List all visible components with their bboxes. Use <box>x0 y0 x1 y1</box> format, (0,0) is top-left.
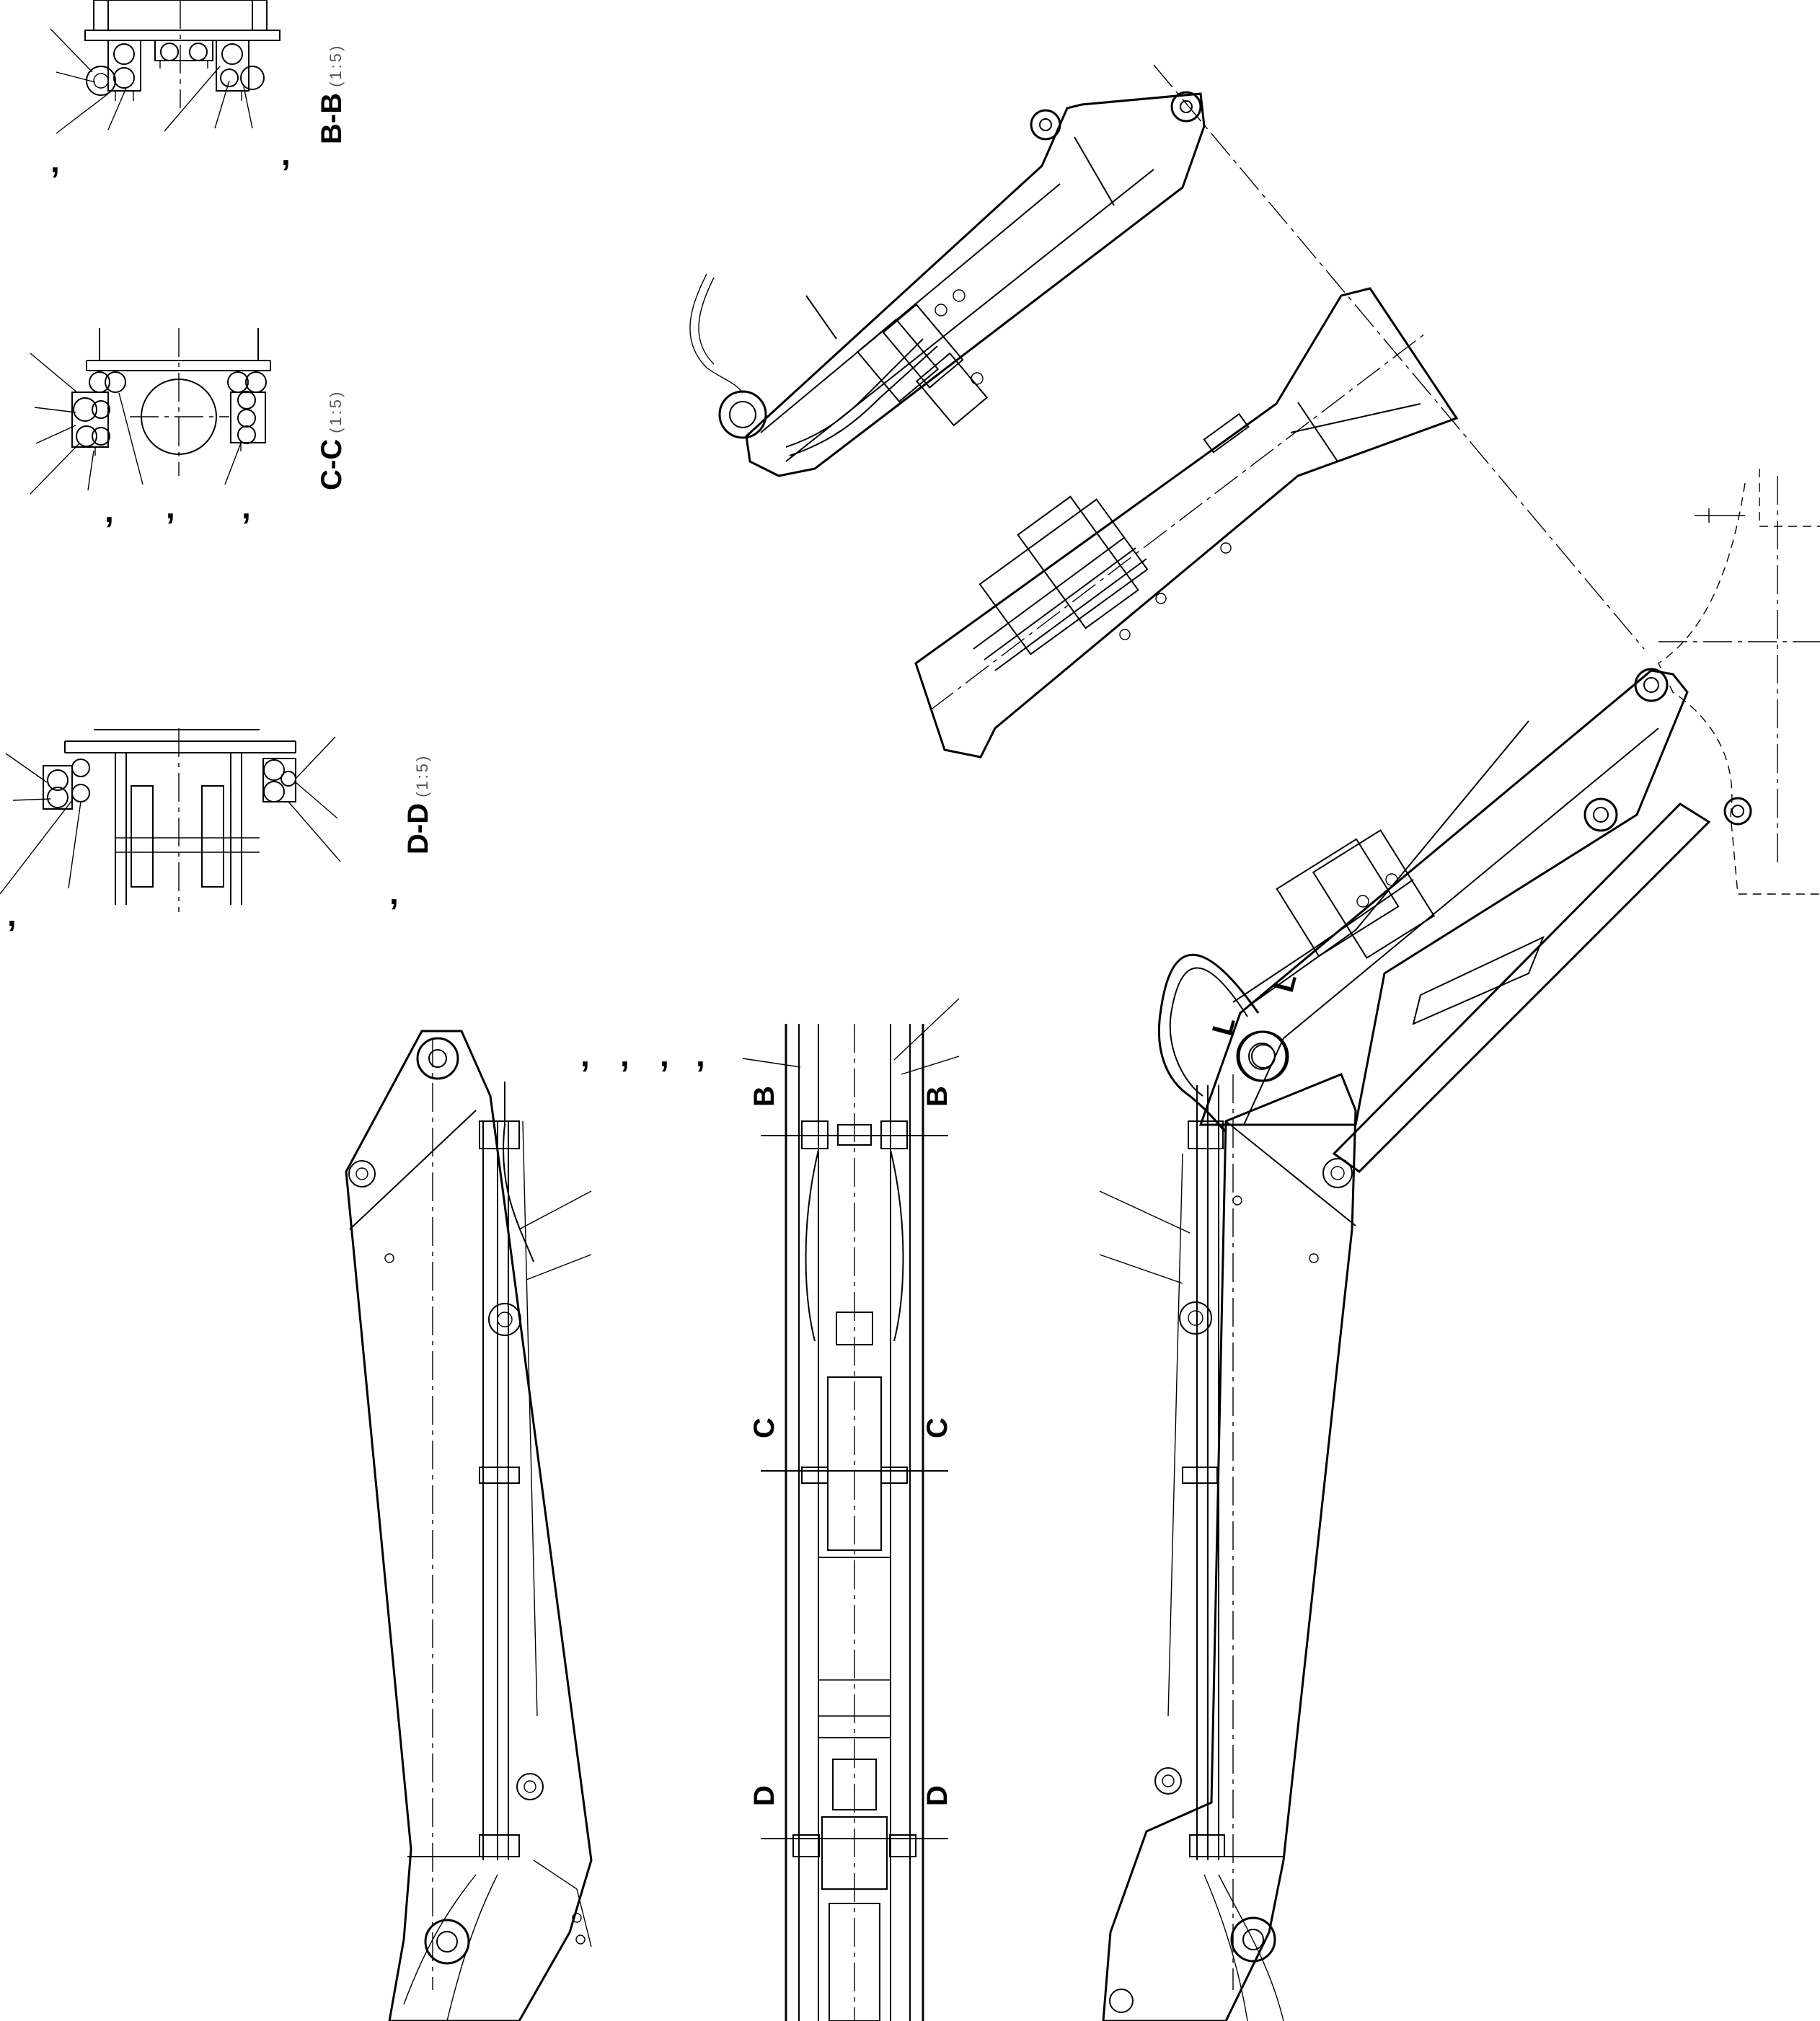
stray-mark: , <box>620 1036 630 1074</box>
section-bb-label: B-B (1:5) <box>316 43 348 144</box>
section-cc-view <box>30 328 271 495</box>
cut-mark-c-right: C <box>922 1418 953 1438</box>
section-cc-label: C-C (1:5) <box>316 389 348 490</box>
boom-top-view-centre <box>742 998 960 2021</box>
stray-mark: , <box>105 492 114 529</box>
stray-mark: , <box>389 874 399 911</box>
section-dd-view <box>0 728 341 912</box>
boom-side-view-right <box>1099 1030 1357 2021</box>
stray-mark: , <box>281 135 291 172</box>
stray-mark: , <box>50 142 60 180</box>
assembled-boom-view <box>1157 469 1820 1173</box>
section-cc-title: C-C <box>316 438 348 490</box>
stray-mark: , <box>660 1036 669 1074</box>
stray-mark: , <box>696 1036 705 1074</box>
stray-mark: , <box>7 895 17 933</box>
boom-side-view-left <box>345 1030 593 2021</box>
section-bb-title: B-B <box>316 92 348 144</box>
section-bb-view <box>50 0 280 134</box>
section-dd-title: D-D <box>402 802 434 854</box>
stray-mark: , <box>580 1036 590 1074</box>
cut-mark-b-right: B <box>922 1086 953 1107</box>
stray-mark: , <box>242 488 251 526</box>
section-cc-scale: (1:5) <box>327 389 345 433</box>
section-dd-label: D-D (1:5) <box>402 753 434 854</box>
section-bb-scale: (1:5) <box>327 43 345 87</box>
cut-mark-d-right: D <box>922 1785 953 1806</box>
middle-boom-view <box>914 287 1459 759</box>
cut-mark-b-left: B <box>748 1086 780 1107</box>
section-dd-scale: (1:5) <box>413 753 431 797</box>
cut-mark-d-left: D <box>748 1785 780 1806</box>
arm-assembly-view <box>689 64 1645 650</box>
stray-mark: , <box>166 488 175 526</box>
cut-mark-c-left: C <box>748 1418 780 1438</box>
